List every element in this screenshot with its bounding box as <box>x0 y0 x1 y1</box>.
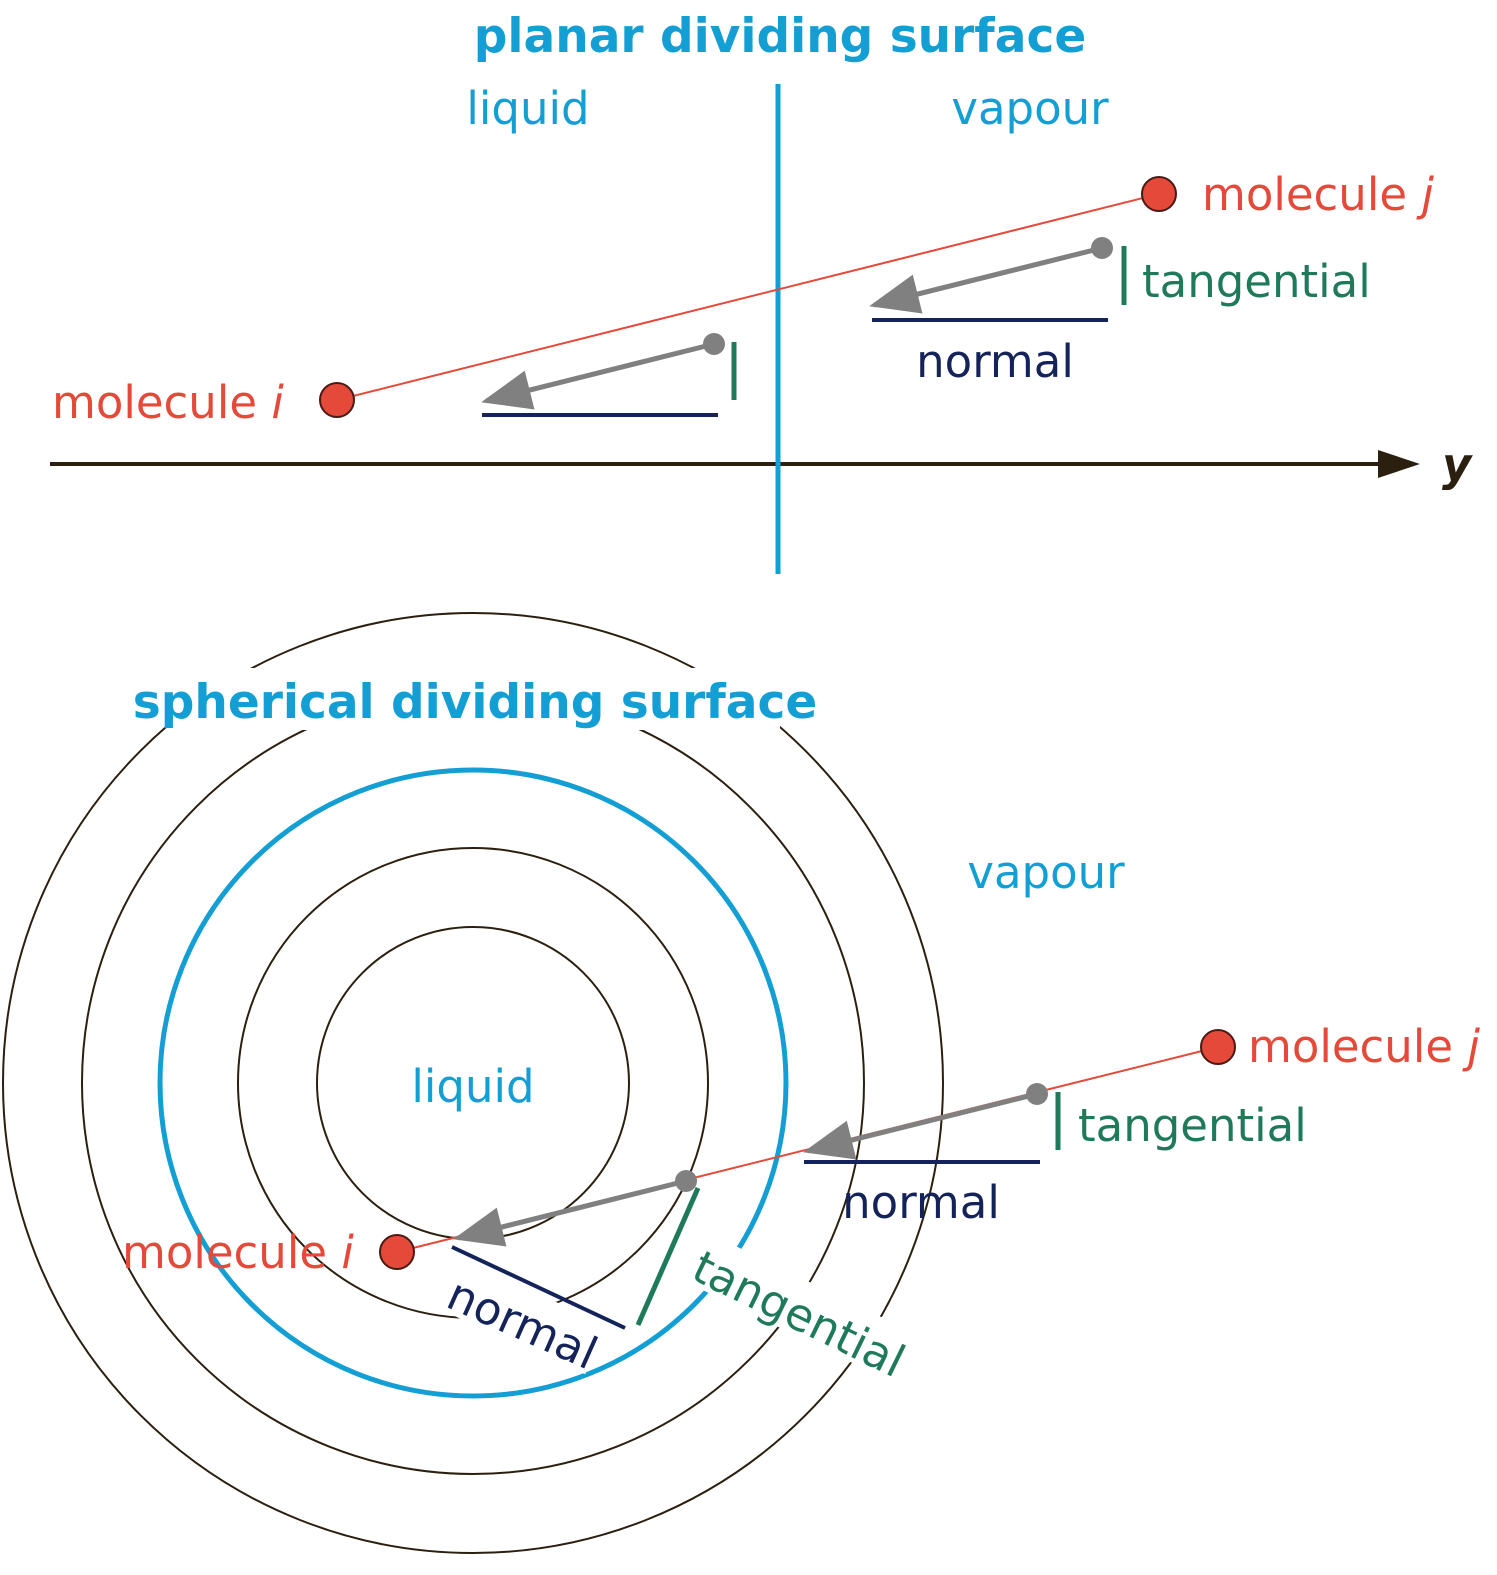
spherical-normal-label-outer: normal <box>842 1176 1000 1229</box>
planar-ij-line <box>336 193 1160 401</box>
planar-molecule-i-label: molecule i <box>52 376 284 429</box>
spherical-molecule-i <box>379 1234 415 1270</box>
planar-title: planar dividing surface <box>474 9 1086 64</box>
spherical-tangential-label-outer: tangential <box>1078 1099 1307 1152</box>
spherical-force-origin-inner <box>675 1170 697 1192</box>
y-axis-arrowhead <box>1378 450 1420 478</box>
spherical-panel: spherical dividing surface liquid vapour… <box>2 612 1480 1554</box>
spherical-molecule-i-word: molecule <box>122 1226 341 1279</box>
spherical-tangential-label-inner: tangential <box>684 1240 913 1388</box>
spherical-molecule-j <box>1200 1029 1236 1065</box>
spherical-dividing-surface <box>157 767 789 1399</box>
spherical-normal-bar-inner <box>451 1245 626 1330</box>
spherical-force-origin-outer <box>1026 1083 1048 1105</box>
spherical-title: spherical dividing surface <box>133 675 818 730</box>
spherical-molecule-i-label: molecule i <box>122 1226 354 1279</box>
shell-4 <box>2 612 944 1554</box>
spherical-force-arrow-outer <box>803 1091 1038 1160</box>
planar-force-arrow-right <box>869 245 1103 314</box>
inner-normal-backdrop <box>439 1259 608 1375</box>
planar-liquid-label: liquid <box>466 82 589 135</box>
planar-molecule-i-word: molecule <box>52 376 271 429</box>
planar-force-arrow-left <box>481 341 715 410</box>
spherical-normal-label-inner: normal <box>439 1268 605 1381</box>
planar-molecule-j <box>1141 176 1177 212</box>
inner-tangential-backdrop <box>679 1230 916 1383</box>
spherical-vapour-label: vapour <box>967 846 1125 899</box>
planar-tangential-label: tangential <box>1142 255 1371 308</box>
spherical-molecule-i-var: i <box>341 1226 354 1279</box>
spherical-tangential-bar-inner <box>635 1186 701 1327</box>
planar-molecule-j-label: molecule j <box>1202 168 1434 221</box>
planar-panel: planar dividing surface liquid vapour y … <box>50 9 1473 574</box>
y-axis-label: y <box>1442 438 1473 491</box>
planar-vapour-label: vapour <box>951 82 1109 135</box>
planar-molecule-i <box>319 382 355 418</box>
planar-force-origin-left <box>703 333 725 355</box>
planar-molecule-i-var: i <box>271 376 284 429</box>
spherical-force-arrow-inner <box>453 1178 687 1247</box>
planar-force-origin-right <box>1091 237 1113 259</box>
planar-normal-label: normal <box>916 335 1074 388</box>
spherical-molecule-j-label: molecule j <box>1248 1020 1480 1073</box>
spherical-molecule-j-word: molecule <box>1248 1020 1467 1073</box>
spherical-liquid-label: liquid <box>411 1060 534 1113</box>
spherical-title-backdrop <box>170 668 780 730</box>
planar-molecule-j-word: molecule <box>1202 168 1421 221</box>
